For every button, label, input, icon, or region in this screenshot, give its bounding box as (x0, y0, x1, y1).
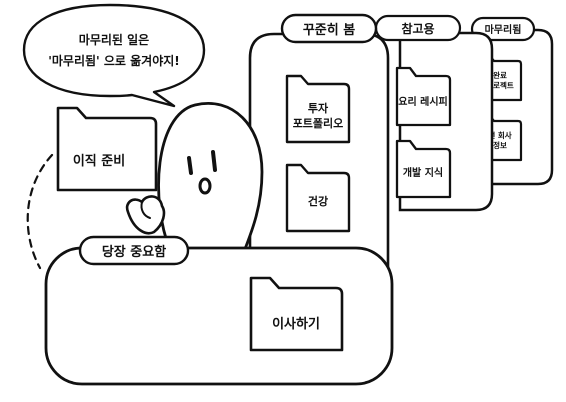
character (125, 102, 264, 264)
finished-tab: 마무리됨 (470, 16, 536, 42)
steady-tab: 꾸준히 봄 (280, 13, 378, 44)
reference-panel: 참고용 요리 레시피 개발 지식 (374, 14, 494, 212)
character-mouth (198, 177, 212, 195)
steady-tab-label: 꾸준히 봄 (303, 22, 355, 38)
investment-folder: 투자 포트폴리오 (285, 74, 351, 144)
speech-bubble: 마무리된 일은 '마무리됨' 으로 옮겨야지! (22, 3, 206, 108)
previous-company-label-2: 정보 (493, 140, 507, 150)
health-folder-label: 건강 (308, 194, 328, 208)
speech-bubble-line-1: 마무리된 일은 (79, 32, 149, 47)
investment-folder-label-2: 포트폴리오 (293, 116, 344, 130)
finished-project-label-2: 프로젝트 (486, 80, 514, 90)
dev-knowledge-folder: 개발 지식 (395, 139, 452, 199)
job-change-folder-label: 이직 준비 (73, 153, 125, 169)
urgent-tab: 당장 중요함 (78, 235, 190, 266)
character-left-eye (187, 156, 193, 175)
reference-tab-label: 참고용 (401, 21, 434, 36)
character-hand-finger-line (140, 201, 151, 219)
reference-tab: 참고용 (374, 14, 462, 42)
steady-panel: 꾸준히 봄 투자 포트폴리오 건강 (248, 13, 390, 285)
investment-folder-label-1: 투자 (308, 101, 329, 115)
health-folder: 건강 (285, 163, 351, 233)
urgent-panel: 당장 중요함 이사하기 (44, 235, 394, 386)
recipe-folder: 요리 레시피 (395, 66, 452, 127)
recipe-folder-label: 요리 레시피 (398, 95, 447, 108)
job-change-folder: 이직 준비 (56, 106, 158, 192)
dev-knowledge-folder-label: 개발 지식 (403, 166, 443, 179)
finished-project-label-1: 완료 (493, 70, 507, 80)
speech-bubble-line-2: '마무리됨' 으로 옮겨야지! (48, 53, 180, 68)
character-right-eye (211, 150, 217, 172)
previous-company-label-1: 전 회사 (488, 130, 511, 140)
moving-folder-label: 이사하기 (272, 316, 320, 332)
urgent-tab-label: 당장 중요함 (102, 244, 166, 260)
moving-folder: 이사하기 (249, 276, 344, 352)
dashed-motion-arc (26, 153, 54, 270)
finished-tab-label: 마무리됨 (485, 23, 522, 36)
